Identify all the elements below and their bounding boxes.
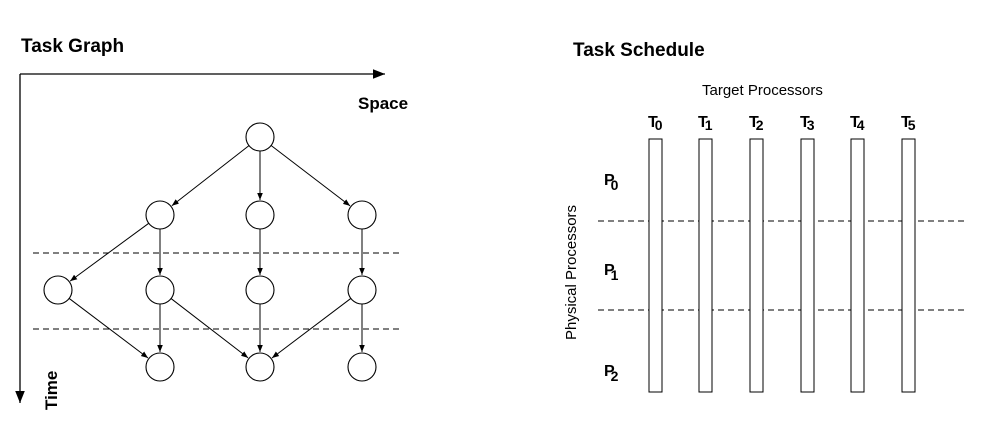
- physical-processor-label: P0: [604, 172, 619, 193]
- task-node: [347, 275, 377, 305]
- task-graph-edges: [68, 145, 365, 359]
- task-node: [245, 352, 275, 382]
- task-node: [145, 200, 175, 230]
- time-axis-label: Time: [42, 371, 61, 410]
- task-graph-title: Task Graph: [21, 36, 125, 57]
- physical-processor-label: P1: [604, 262, 619, 283]
- target-processor-bar: [850, 138, 865, 393]
- dependency-edge: [271, 298, 352, 359]
- space-axis-label: Space: [358, 94, 408, 113]
- dependency-edge: [171, 145, 250, 207]
- task-node: [245, 275, 275, 305]
- task-node: [245, 200, 275, 230]
- task-graph-nodes: [43, 122, 377, 382]
- physical-processors-label: Physical Processors: [563, 205, 580, 340]
- target-processor-bar: [648, 138, 663, 393]
- target-processor-label: T5: [901, 114, 916, 133]
- target-processor-columns: T0 T1 T2 T3 T4 T5: [648, 114, 916, 393]
- physical-processor-label: P2: [604, 363, 619, 384]
- task-node: [347, 352, 377, 382]
- target-processor-label: T0: [648, 114, 663, 133]
- task-node: [145, 275, 175, 305]
- target-processor-bar: [901, 138, 916, 393]
- target-processor-label: T1: [698, 114, 713, 133]
- dependency-edge: [69, 222, 150, 282]
- dependency-edge: [68, 298, 149, 359]
- target-processor-label: T4: [850, 114, 865, 133]
- task-node: [145, 352, 175, 382]
- task-schedule-title: Task Schedule: [573, 40, 705, 61]
- dependency-edge: [270, 145, 351, 207]
- dependency-edge: [170, 298, 249, 359]
- target-processors-label: Target Processors: [702, 82, 823, 99]
- task-node: [245, 122, 275, 152]
- target-processor-bar: [698, 138, 713, 393]
- target-processor-label: T3: [800, 114, 815, 133]
- target-processor-bar: [800, 138, 815, 393]
- task-node: [43, 275, 73, 305]
- target-processor-bar: [749, 138, 764, 393]
- task-node: [347, 200, 377, 230]
- target-processor-label: T2: [749, 114, 764, 133]
